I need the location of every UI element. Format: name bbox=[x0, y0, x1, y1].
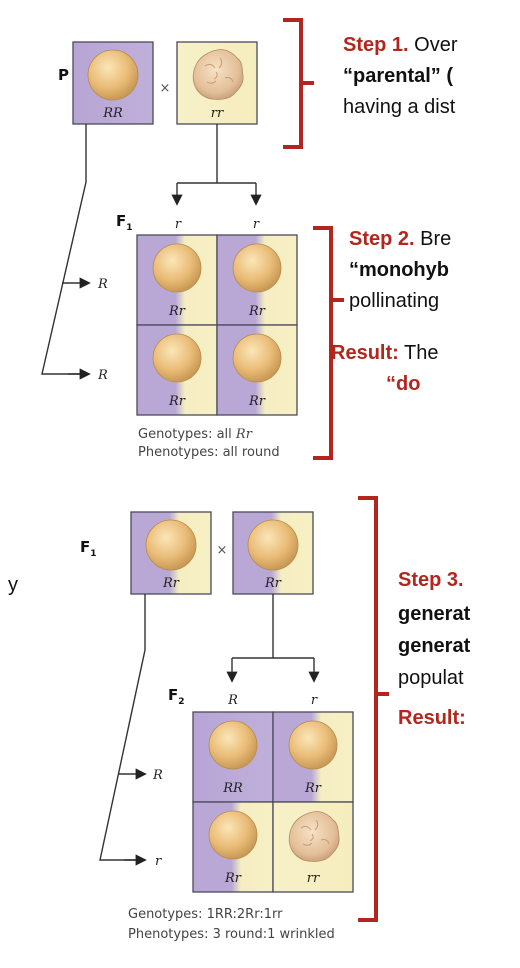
row-allele-2: r bbox=[155, 854, 162, 869]
parent-right-genotype: Rr bbox=[264, 576, 282, 591]
round-pea-icon bbox=[152, 243, 202, 293]
f1-label: F1 bbox=[116, 212, 133, 233]
step1-title: Step 1. bbox=[343, 34, 409, 56]
step3-line3-text: generat bbox=[398, 635, 471, 657]
step2-line1: Step 2. Bre bbox=[349, 226, 451, 252]
step2-line2-text: “monohyb bbox=[349, 259, 449, 281]
round-pea-icon bbox=[152, 333, 202, 383]
punnett-square-1: Rr Rr Rr Rr bbox=[136, 234, 298, 416]
punnett-cell: Rr bbox=[168, 304, 186, 319]
cross-symbol: × bbox=[160, 81, 171, 96]
step2-result-text: The bbox=[404, 342, 439, 364]
round-pea-icon bbox=[208, 810, 258, 860]
parent-left-genotype: RR bbox=[102, 106, 123, 121]
step2-text: Step 2. Bre “monohyb pollinating bbox=[349, 226, 451, 314]
step1-text: Step 1. Over “parental” ( having a dist bbox=[343, 32, 457, 120]
genotypes-caption: Genotypes: all Rr bbox=[138, 427, 253, 442]
step1-bracket bbox=[283, 18, 314, 149]
step2-line2: “monohyb bbox=[349, 257, 451, 283]
punnett-cell: Rr bbox=[304, 781, 322, 796]
step3-result: Result: bbox=[398, 705, 470, 731]
step1-line2: “parental” ( bbox=[343, 63, 457, 89]
row-allele-1: R bbox=[97, 277, 108, 292]
parent-left-genotype: Rr bbox=[162, 576, 180, 591]
left-fragment-text: y bbox=[8, 574, 18, 596]
step2-result-line1: Result: The bbox=[331, 340, 438, 366]
round-pea-icon bbox=[232, 333, 282, 383]
step2-line3: pollinating bbox=[349, 288, 451, 314]
gamete-left: R bbox=[227, 693, 238, 708]
punnett-cell: Rr bbox=[248, 304, 266, 319]
round-pea-icon bbox=[145, 519, 197, 571]
row-allele-1: R bbox=[152, 768, 163, 783]
step3-title: Step 3. bbox=[398, 569, 464, 591]
phenotypes-caption: Phenotypes: all round bbox=[138, 445, 280, 460]
gamete-right: r bbox=[253, 217, 260, 232]
left-fragment: y bbox=[8, 572, 18, 598]
round-pea-icon bbox=[232, 243, 282, 293]
genotypes-caption: Genotypes: 1RR:2Rr:1rr bbox=[128, 907, 283, 922]
step3-text: Step 3. generat generat populat Result: bbox=[398, 567, 470, 731]
step1-line3-text: having a dist bbox=[343, 96, 456, 118]
row-allele-2: R bbox=[97, 368, 108, 383]
step1-line3: having a dist bbox=[343, 94, 457, 120]
step3-bracket bbox=[358, 496, 389, 922]
section2-diagram: F1 Rr × Rr F2 R r R r bbox=[80, 511, 354, 942]
step3-line3: generat bbox=[398, 633, 470, 659]
punnett-cell: Rr bbox=[248, 394, 266, 409]
punnett-square-2: RR Rr Rr rr bbox=[192, 711, 354, 893]
step3-line4: populat bbox=[398, 665, 470, 691]
cross-symbol: × bbox=[217, 543, 228, 558]
f2-label: F2 bbox=[168, 686, 185, 707]
punnett-cell: Rr bbox=[168, 394, 186, 409]
step3-line2: generat bbox=[398, 601, 470, 627]
round-pea-icon bbox=[247, 519, 299, 571]
round-pea-icon bbox=[288, 720, 338, 770]
step3-line2-text: generat bbox=[398, 603, 471, 625]
parent-rr-hybrid-left: Rr bbox=[130, 511, 212, 595]
wrinkled-pea-icon bbox=[288, 811, 340, 862]
section1-diagram: P RR × rr F1 r r R R bbox=[41, 41, 298, 460]
p-generation-label: P bbox=[58, 66, 69, 84]
parent-rr-box: RR bbox=[72, 41, 154, 125]
step1-line1: Step 1. Over bbox=[343, 32, 457, 58]
step2-line3-text: pollinating bbox=[349, 290, 440, 312]
step1-line1-text: Over bbox=[414, 34, 458, 56]
result-label: Result: bbox=[331, 342, 399, 364]
gamete-left: r bbox=[175, 217, 182, 232]
step3-result-label: Result: bbox=[398, 707, 466, 729]
step2-result-line2: “do bbox=[331, 371, 438, 397]
phenotypes-caption: Phenotypes: 3 round:1 wrinkled bbox=[128, 927, 335, 942]
parent-rr-hybrid-right: Rr bbox=[232, 511, 314, 595]
punnett-cell: Rr bbox=[224, 871, 242, 886]
f1-generation-label: F1 bbox=[80, 538, 97, 559]
gamete-right: r bbox=[311, 693, 318, 708]
round-pea-icon bbox=[87, 49, 139, 101]
step3-line1: Step 3. bbox=[398, 567, 470, 593]
round-pea-icon bbox=[208, 720, 258, 770]
step1-line2-text: “parental” ( bbox=[343, 65, 454, 87]
step2-result-line2-text: “do bbox=[386, 373, 421, 395]
step2-line1-text: Bre bbox=[420, 228, 452, 250]
step2-title: Step 2. bbox=[349, 228, 415, 250]
punnett-cell: rr bbox=[307, 871, 320, 886]
step2-bracket bbox=[313, 226, 344, 460]
punnett-cell: RR bbox=[222, 781, 243, 796]
parent-rr-box-right: rr bbox=[176, 41, 258, 125]
step2-result: Result: The “do bbox=[331, 340, 438, 397]
wrinkled-pea-icon bbox=[192, 49, 244, 100]
step3-line4-text: populat bbox=[398, 667, 464, 689]
parent-right-genotype: rr bbox=[211, 106, 224, 121]
